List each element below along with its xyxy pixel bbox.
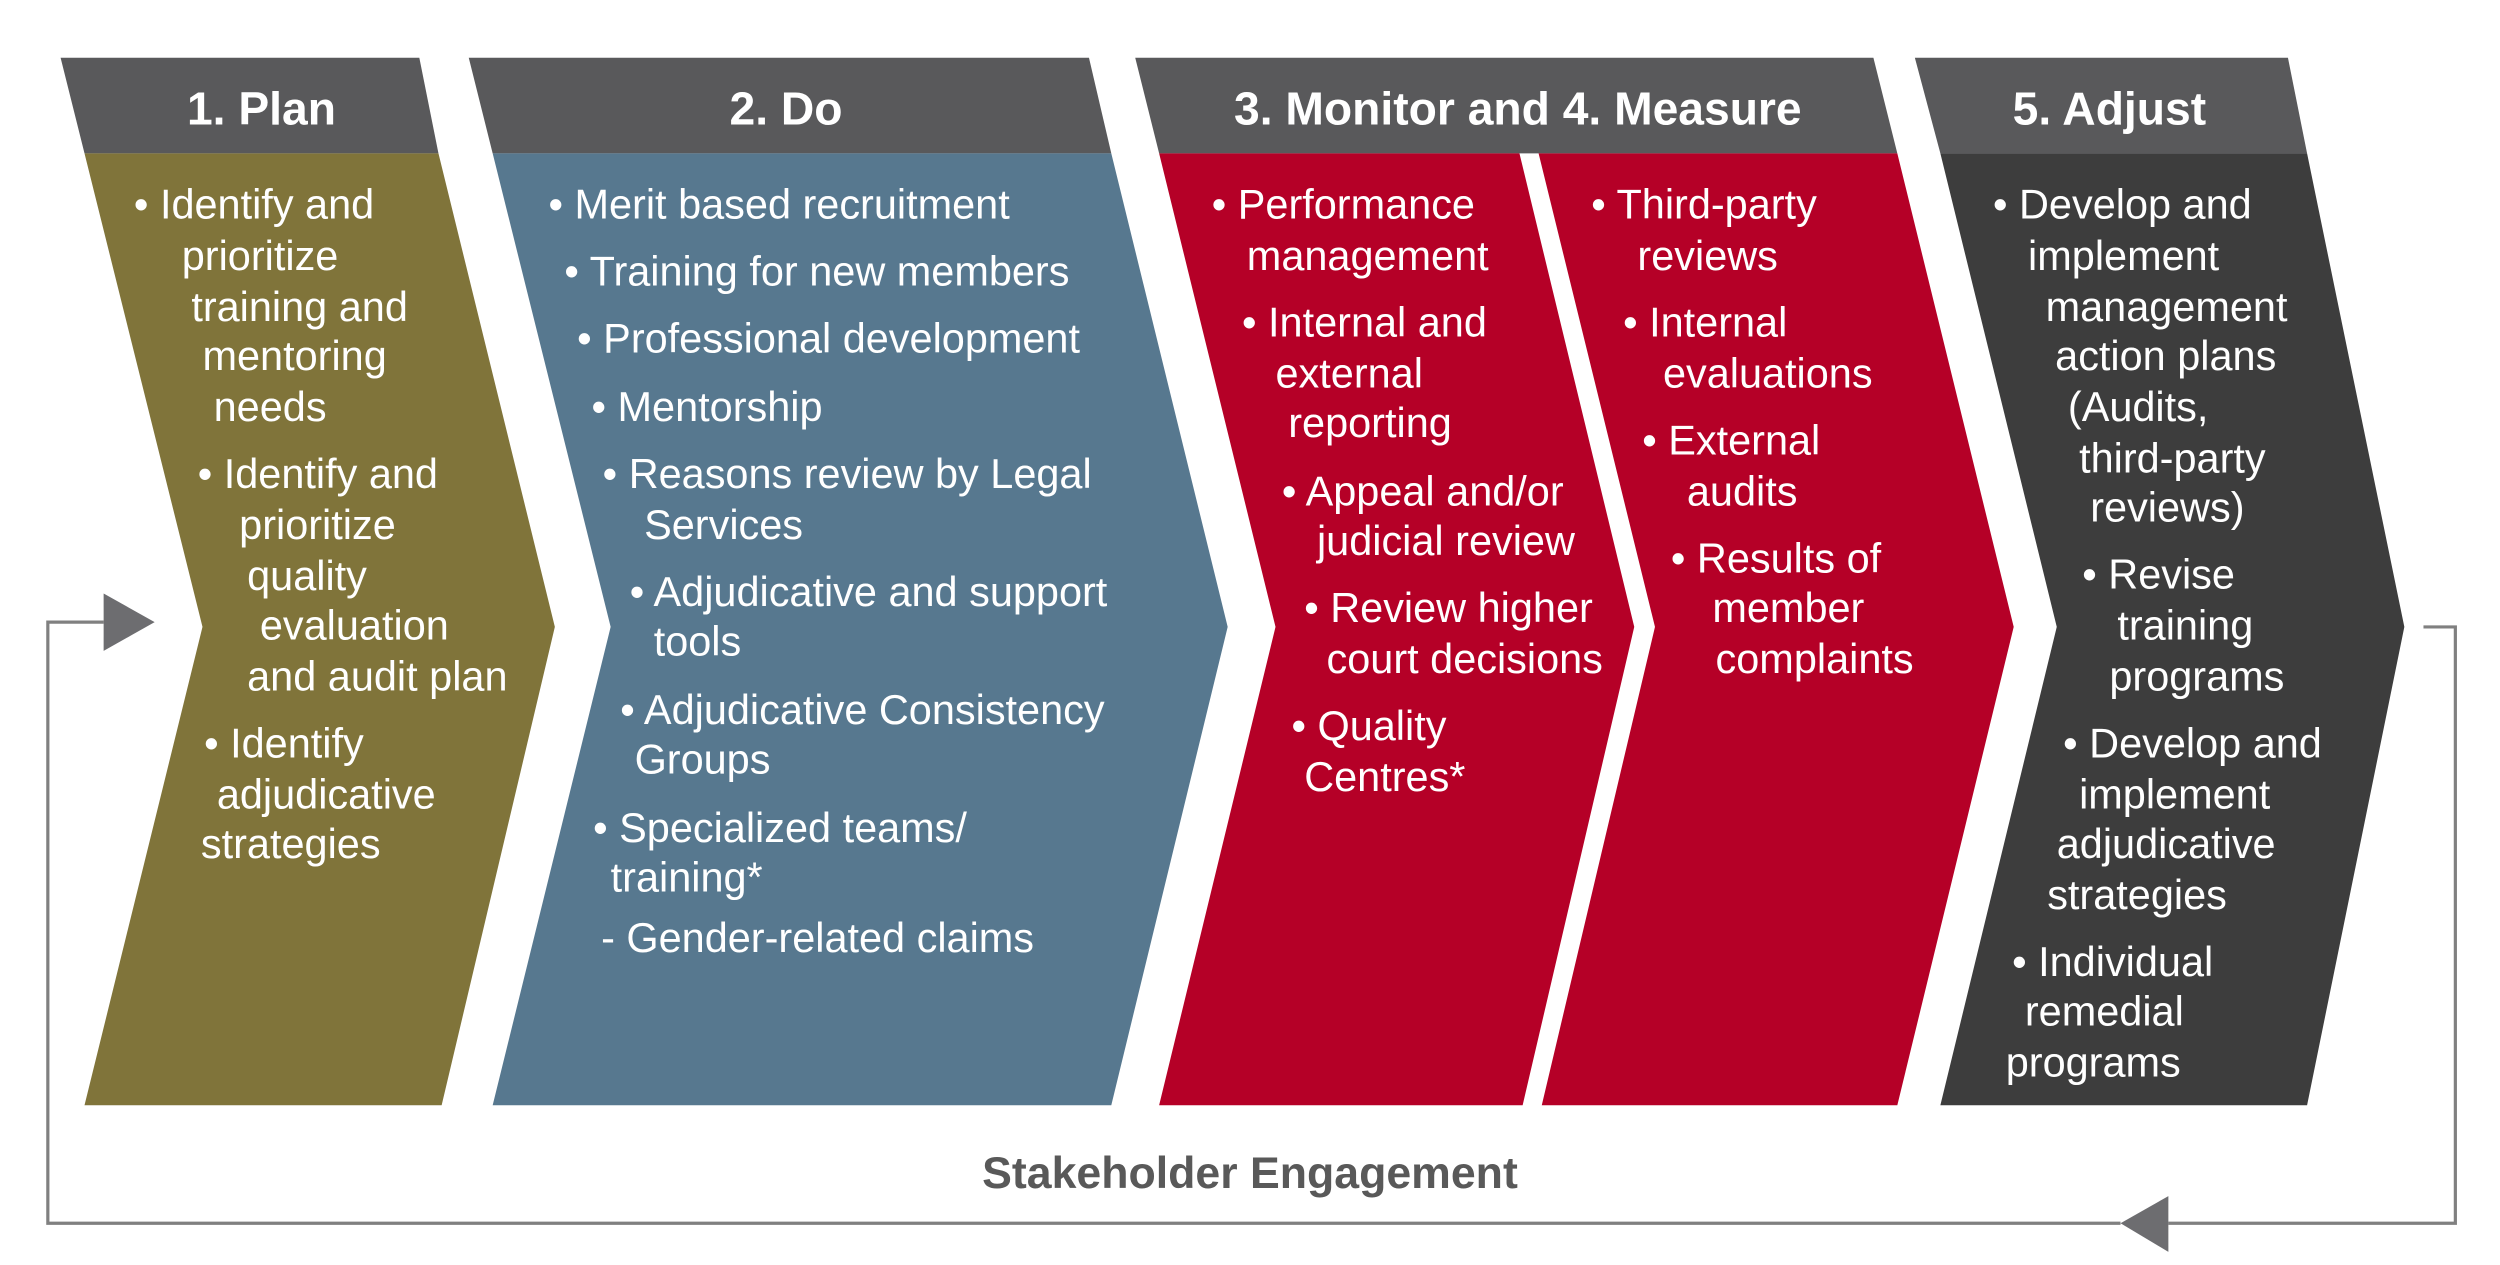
adjust-line: action plans	[2055, 332, 2276, 379]
plan-header-shape	[60, 57, 439, 154]
measure-line: member	[1712, 584, 1864, 631]
measure-line: reviews	[1637, 232, 1777, 279]
plan-line: strategies	[201, 820, 381, 867]
plan-line: adjudicative	[217, 771, 436, 818]
stage-adjust: 5. Adjust • Develop and implement manage…	[1914, 57, 2405, 1106]
adjust-title: 5. Adjust	[2013, 83, 2206, 135]
plan-line: prioritize	[182, 232, 339, 279]
measure-line: evaluations	[1663, 350, 1873, 397]
loop-arrow-left-icon	[2120, 1196, 2169, 1252]
adjust-line: remedial	[2025, 988, 2184, 1035]
do-line: • Professional development	[577, 315, 1080, 362]
monitor-line: • Internal and	[1242, 299, 1487, 346]
do-body-shape	[492, 153, 1228, 1106]
do-line: • Merit based recruitment	[548, 181, 1010, 228]
adjust-line: • Develop and	[1993, 181, 2252, 228]
adjust-line: reviews)	[2090, 484, 2244, 531]
stage-monitor-measure: 3. Monitor and 4. Measure • Performance …	[1135, 57, 2014, 1106]
adjust-line: strategies	[2047, 871, 2227, 918]
measure-body-shape	[1538, 153, 2014, 1106]
do-line: - Gender-related claims	[601, 914, 1034, 961]
adjust-line: (Audits,	[2068, 383, 2208, 430]
stakeholder-engagement-label: Stakeholder Engagement	[982, 1149, 1518, 1198]
measure-line: complaints	[1716, 635, 1914, 682]
adjust-line: • Revise	[2082, 551, 2235, 598]
monitor-line: external	[1276, 350, 1423, 397]
do-line: • Adjudicative Consistency	[620, 686, 1105, 733]
do-line: • Training for new members	[564, 248, 1069, 295]
loop-line-bottom	[46, 620, 2121, 1225]
monitor-measure-title: 3. Monitor and 4. Measure	[1234, 83, 1802, 135]
stage-do: 2. Do • Merit based recruitment • Traini…	[468, 57, 1228, 1106]
adjust-line: • Individual	[2012, 938, 2213, 985]
plan-line: needs	[214, 383, 327, 430]
adjust-line: implement	[2079, 771, 2271, 818]
adjust-line: programs	[2006, 1039, 2181, 1086]
plan-line: quality	[247, 552, 367, 599]
do-line: • Mentorship	[592, 383, 823, 430]
do-header-shape	[468, 57, 1112, 154]
do-line: • Adjudicative and support	[630, 568, 1108, 615]
monitor-header-shape	[1135, 57, 1898, 154]
monitor-line: • Review higher	[1304, 584, 1593, 631]
plan-line: • Identify and	[134, 181, 374, 228]
adjust-line: training	[2117, 602, 2253, 649]
adjust-line: adjudicative	[2057, 820, 2276, 867]
monitor-line: Centres*	[1304, 753, 1465, 800]
monitor-line: court decisions	[1327, 635, 1603, 682]
adjust-line: implement	[2028, 232, 2220, 279]
measure-line: • External	[1642, 417, 1820, 464]
monitor-line: management	[1247, 232, 1489, 279]
stage-plan: 1. Plan • Identify and prioritize traini…	[60, 57, 555, 1106]
adjust-line: management	[2046, 283, 2288, 330]
monitor-line: • Appeal and/or	[1282, 468, 1564, 515]
loop-arrow-right-icon	[103, 593, 155, 651]
monitor-body-shape	[1159, 153, 1635, 1106]
measure-line: • Third-party	[1591, 181, 1817, 228]
plan-line: training and	[191, 283, 408, 330]
do-line: Services	[644, 501, 803, 548]
plan-line: evaluation	[260, 602, 449, 649]
do-line: tools	[654, 618, 742, 665]
plan-line: mentoring	[202, 332, 386, 379]
plan-line: • Identify and	[198, 450, 438, 497]
do-line: • Specialized teams/	[593, 804, 967, 851]
loop-line	[2168, 625, 2457, 1225]
adjust-header-shape	[1914, 57, 2308, 154]
monitor-line: reporting	[1288, 399, 1452, 446]
measure-line: audits	[1687, 468, 1798, 515]
do-line: • Reasons review by Legal	[603, 450, 1092, 497]
monitor-line: • Performance	[1212, 181, 1475, 228]
monitor-line: judicial review	[1315, 517, 1576, 564]
do-title: 2. Do	[730, 83, 843, 135]
plan-line: and audit plan	[247, 653, 507, 700]
plan-title: 1. Plan	[187, 83, 336, 135]
adjust-body-shape	[1940, 153, 2405, 1106]
plan-line: prioritize	[239, 501, 396, 548]
feedback-loop	[46, 593, 2457, 1252]
monitor-line: • Quality	[1291, 702, 1446, 749]
measure-line: • Results of	[1671, 535, 1882, 582]
plan-body-shape	[84, 153, 555, 1106]
plan-line: • Identify	[204, 720, 364, 767]
measure-line: • Internal	[1623, 299, 1787, 346]
do-line: training*	[611, 854, 763, 901]
adjust-line: • Develop and	[2063, 720, 2322, 767]
do-line: Groups	[635, 736, 771, 783]
adjust-line: programs	[2109, 653, 2284, 700]
adjust-line: third-party	[2079, 434, 2266, 481]
